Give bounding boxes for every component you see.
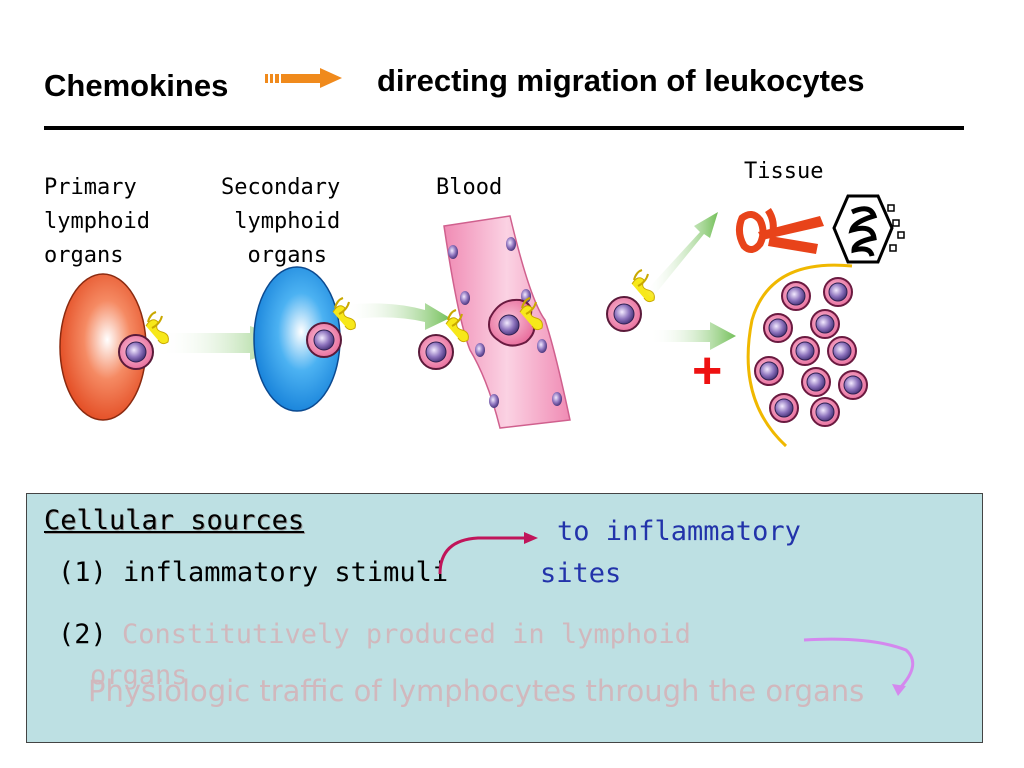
item-2-text-continued: organs	[90, 660, 188, 691]
item-1-target-line1: to inflammatory	[557, 516, 801, 547]
plus-symbol: +	[692, 342, 722, 400]
cell-primary	[118, 334, 154, 370]
item-2-text: Constitutively produced in lymphoid	[122, 619, 691, 650]
chemokines-title: Chemokines	[44, 68, 229, 103]
title-divider	[44, 126, 964, 130]
item-1-target-line2: sites	[540, 558, 622, 589]
label-blood: Blood	[436, 175, 503, 200]
label-secondary-organs: Secondary lymphoid organs	[221, 175, 341, 268]
item-1: (1) inflammatory stimuli	[58, 557, 448, 588]
item-1-prefix: (1)	[58, 557, 124, 588]
item-1-text: inflammatory stimuli	[123, 557, 449, 588]
tissue-boundary	[746, 263, 853, 448]
pathogen-icon	[832, 194, 905, 264]
cell-blood	[418, 334, 454, 370]
tissue-cell-cluster	[754, 277, 868, 427]
endothelial-nucleus	[448, 245, 458, 259]
endothelial-nucleus	[537, 339, 547, 353]
endothelial-nucleus	[552, 392, 562, 406]
label-tissue: Tissue	[744, 159, 824, 184]
cellular-sources-title: Cellular sources	[44, 505, 305, 536]
endothelial-nucleus	[506, 237, 516, 251]
receptor-primary	[145, 311, 170, 345]
migration-title: directing migration of leukocytes	[377, 63, 865, 98]
scissors-icon	[735, 208, 824, 254]
cell-tissue-bound	[606, 296, 642, 332]
arrow-to-tissue-right	[650, 322, 736, 350]
arrow-secondary-to-blood	[345, 303, 450, 330]
cellular-sources-panel	[26, 493, 983, 743]
label-primary-organs: Primary lymphoid organs	[44, 175, 150, 268]
endothelial-nucleus	[460, 291, 470, 305]
endothelial-nucleus	[475, 343, 485, 357]
endothelial-nucleus	[489, 394, 499, 408]
arrow-to-tissue-up	[645, 212, 718, 298]
item-2-target: Physiologic traffic of lymphocytes throu…	[88, 674, 865, 708]
cell-secondary	[306, 322, 342, 358]
item-2-prefix: (2)	[58, 619, 124, 650]
header-arrow-icon	[265, 68, 342, 88]
